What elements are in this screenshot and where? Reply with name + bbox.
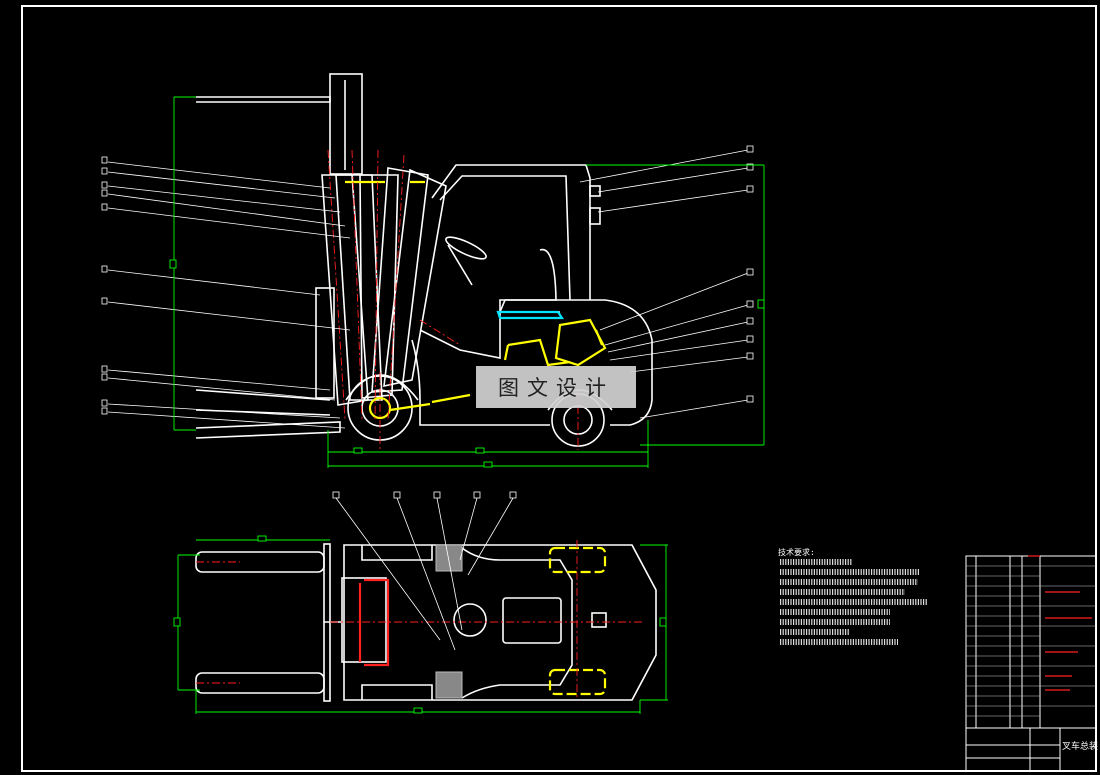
steering-wheel-top (453, 603, 487, 637)
truck-body-top (343, 544, 657, 701)
mast-channel-top (341, 577, 387, 663)
rear-wheel-top-left (548, 546, 607, 574)
mast-upper (329, 73, 363, 175)
front-hub (368, 396, 392, 420)
top-leaders (332, 491, 517, 651)
mast-frame-red (358, 578, 390, 667)
watermark: 图文设计 (476, 366, 636, 408)
fork-raised (196, 96, 331, 103)
brake-top (435, 671, 463, 699)
battery-cover (496, 310, 565, 320)
seat-top (502, 597, 562, 644)
title-block-drawing-name: 叉车总装 (1062, 742, 1099, 752)
counterweight-bolt (589, 185, 601, 197)
carriage (315, 287, 335, 399)
steering-wheel (445, 236, 487, 260)
top-center-lines (196, 540, 645, 700)
drawing-border (21, 5, 1097, 772)
mast-tilt-5 (383, 168, 447, 388)
fork-lowered-3 (195, 421, 341, 439)
technical-notes-lines (780, 559, 928, 645)
hydraulic-pump (507, 318, 607, 367)
side-dimensions (169, 96, 765, 468)
truck-body (419, 299, 653, 426)
side-leaders (101, 145, 754, 429)
seat (498, 248, 560, 313)
top-view (195, 543, 657, 702)
top-dimensions (173, 535, 668, 714)
drive-motor-top (435, 544, 463, 572)
mast-tilt-2 (335, 174, 383, 401)
side-view (195, 73, 653, 447)
counterweight-hook (591, 612, 607, 628)
top-view-components (358, 544, 607, 699)
side-view-components (345, 180, 607, 420)
side-center-lines (327, 149, 579, 450)
title-block (965, 555, 1097, 772)
technical-requirements-title: 技术要求: (778, 548, 815, 557)
rear-wheel-top-right (548, 668, 607, 696)
fork-lowered-1 (195, 389, 331, 401)
